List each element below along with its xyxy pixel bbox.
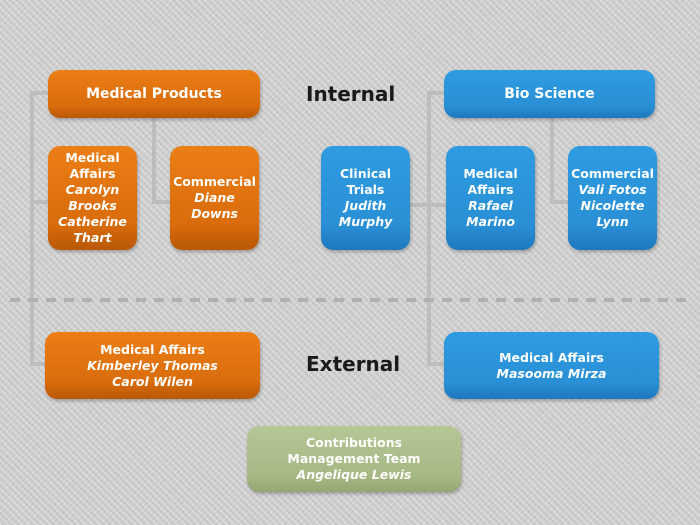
box-title: Bio Science <box>504 86 595 102</box>
bio-science-box[interactable]: Bio Science <box>444 70 655 118</box>
bs-clinical-trials-box[interactable]: Clinical Trials Judith Murphy <box>321 146 410 250</box>
person-name: Catherine <box>58 214 127 229</box>
external-label: External <box>306 352 401 376</box>
connector-line <box>427 91 445 95</box>
bs-medical-affairs-box[interactable]: Medical Affairs Rafael Marino <box>446 146 535 250</box>
bs-external-medical-affairs-box[interactable]: Medical Affairs Masooma Mirza <box>444 332 659 399</box>
dept-label: Medical <box>65 150 120 165</box>
connector-line <box>550 200 570 204</box>
dept-label: Medical Affairs <box>499 349 604 365</box>
medical-products-box[interactable]: Medical Products <box>48 70 260 118</box>
connector-line <box>30 200 50 204</box>
mp-commercial-box[interactable]: Commercial Diane Downs <box>170 146 259 250</box>
mp-external-medical-affairs-box[interactable]: Medical Affairs Kimberley Thomas Carol W… <box>45 332 260 399</box>
person-name: Masooma Mirza <box>496 365 607 381</box>
connector-line <box>152 200 172 204</box>
person-name: Diane <box>194 190 235 205</box>
person-name: Angelique Lewis <box>296 467 412 482</box>
person-name: Lynn <box>596 214 629 229</box>
connector-line <box>152 118 156 204</box>
connector-line <box>427 362 445 366</box>
person-name: Nicolette <box>580 198 645 213</box>
connector-line <box>30 362 48 366</box>
connector-line <box>427 91 431 366</box>
person-name: Carolyn <box>65 182 120 197</box>
dept-label: Affairs <box>467 182 514 197</box>
person-name: Vali Fotos <box>578 182 647 197</box>
person-name: Carol Wilen <box>112 373 193 389</box>
dept-label: Commercial <box>173 174 256 189</box>
contributions-box[interactable]: Contributions Management Team Angelique … <box>247 426 461 492</box>
internal-label: Internal <box>306 82 396 106</box>
dept-label: Medical <box>463 166 518 181</box>
connector-line <box>30 91 48 95</box>
dept-label: Clinical <box>339 166 392 181</box>
dept-label: Trials <box>346 182 385 197</box>
dept-label: Medical Affairs <box>100 341 205 357</box>
dept-label: Management Team <box>287 451 421 466</box>
connector-line <box>550 118 554 204</box>
dept-label: Affairs <box>69 166 116 181</box>
dept-label: Commercial <box>571 166 654 181</box>
person-name: Marino <box>466 214 515 229</box>
person-name: Thart <box>73 230 112 245</box>
person-name: Brooks <box>68 198 117 213</box>
box-title: Medical Products <box>86 86 222 102</box>
connector-line <box>30 91 34 366</box>
dept-label: Contributions <box>305 435 403 450</box>
person-name: Rafael <box>468 198 513 213</box>
bs-commercial-box[interactable]: Commercial Vali Fotos Nicolette Lynn <box>568 146 657 250</box>
person-name: Murphy <box>338 214 393 229</box>
person-name: Downs <box>191 206 238 221</box>
connector-line <box>410 203 450 207</box>
mp-medical-affairs-box[interactable]: Medical Affairs Carolyn Brooks Catherine… <box>48 146 137 250</box>
person-name: Kimberley Thomas <box>87 357 218 373</box>
internal-external-divider <box>10 298 690 302</box>
person-name: Judith <box>344 198 387 213</box>
